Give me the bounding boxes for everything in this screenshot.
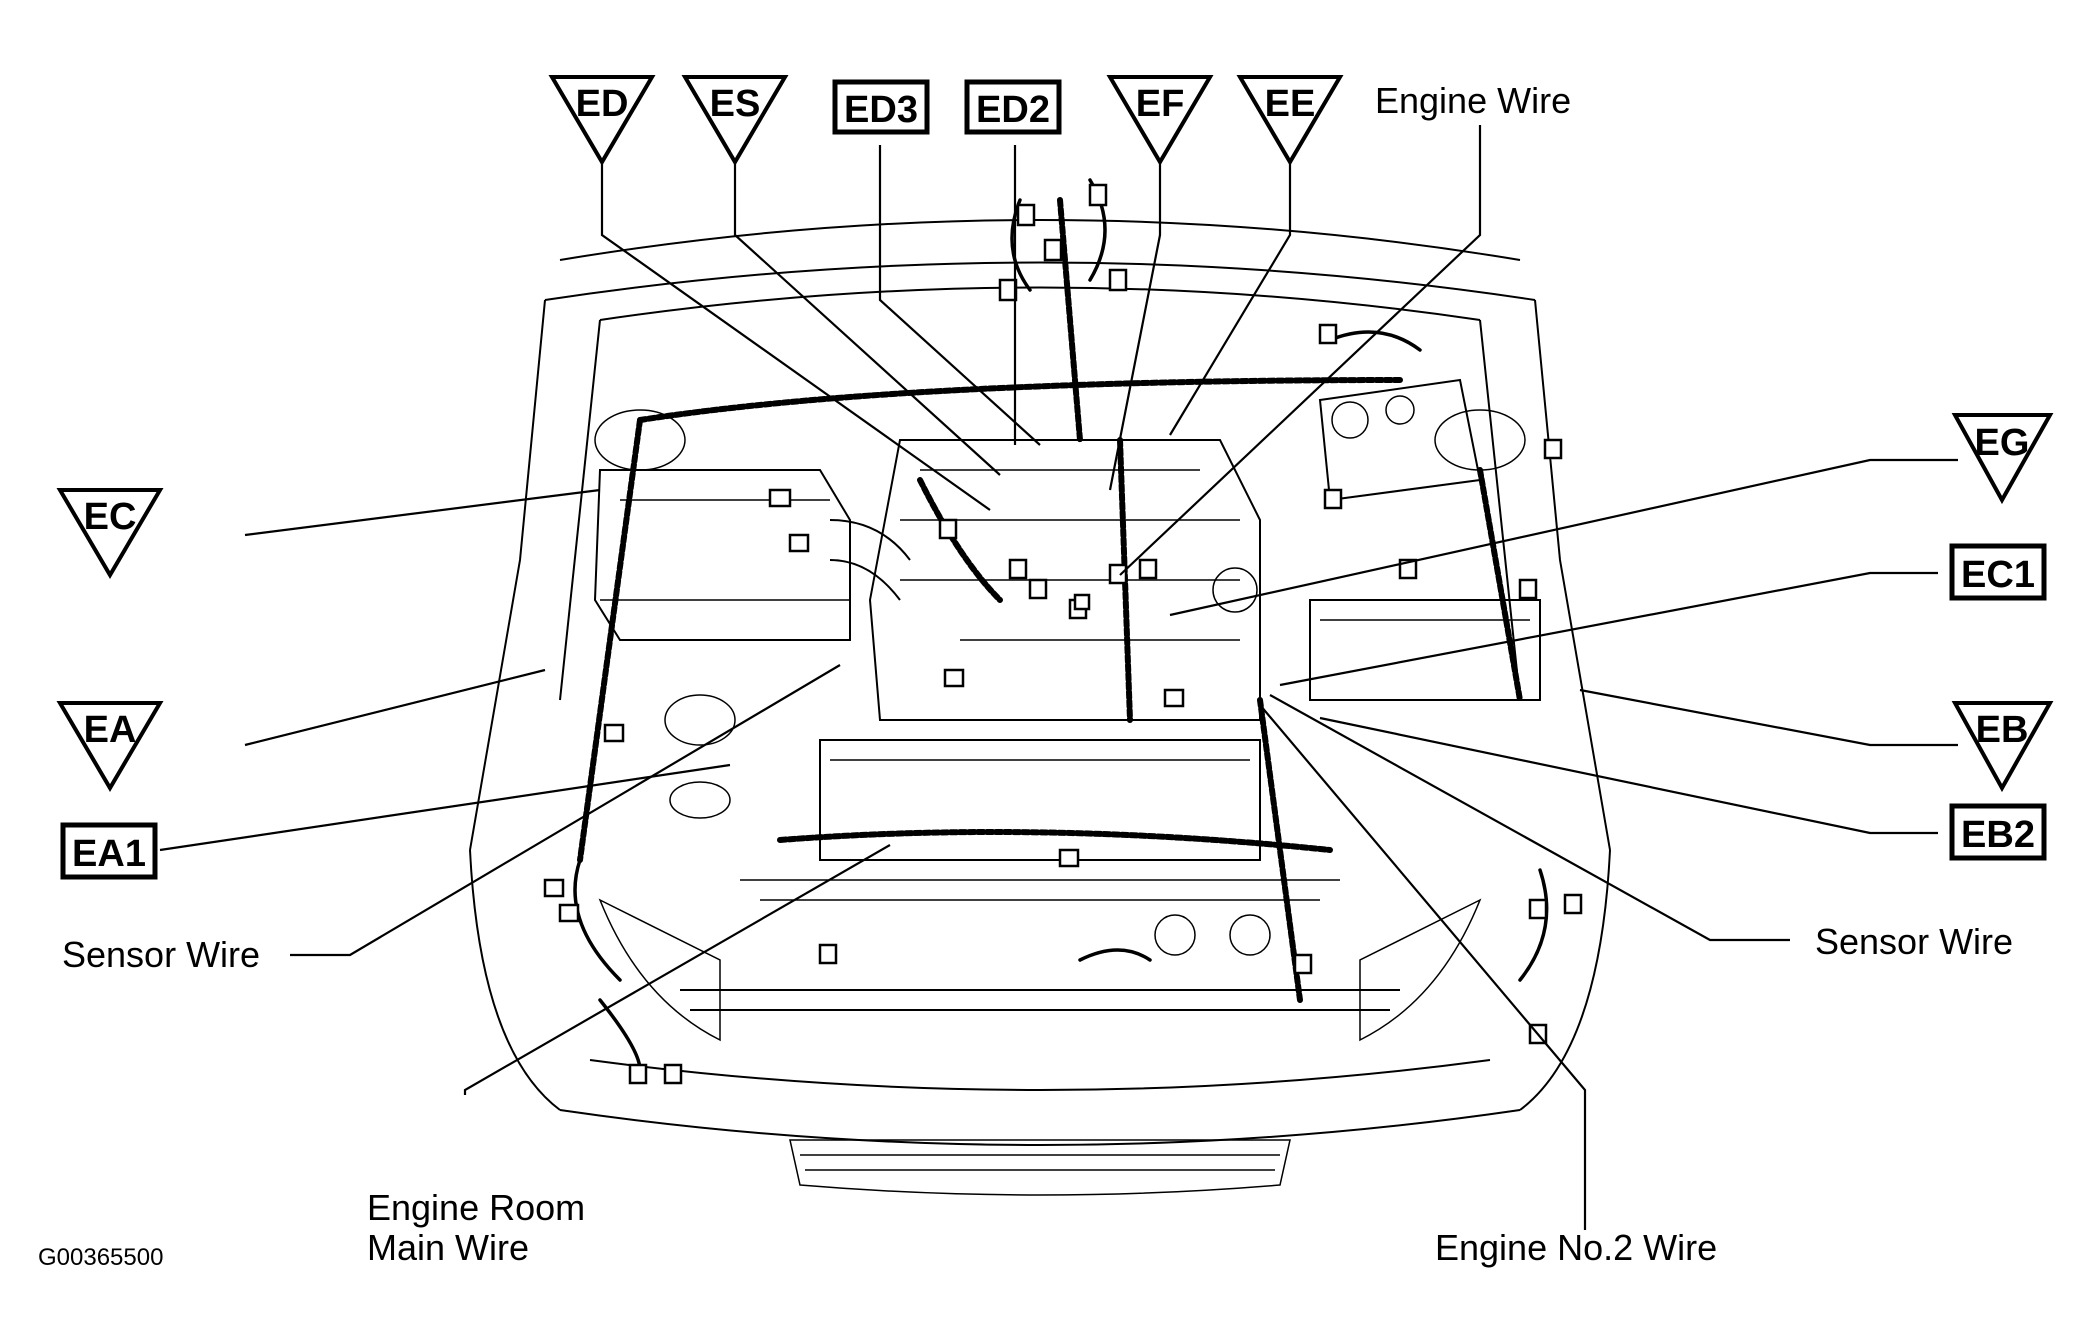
code-EC: EC [84, 496, 137, 538]
triangle-EB: EB [1951, 701, 2054, 793]
label-engine-no2-wire: Engine No.2 Wire [1435, 1227, 1717, 1268]
label-sensor-wire-right: Sensor Wire [1815, 921, 2013, 962]
code-EG: EG [1975, 422, 2030, 464]
connectors [543, 183, 1583, 1085]
code-ED: ED [576, 83, 629, 125]
triangle-EF: EF [1106, 75, 1214, 166]
triangle-ED: ED [548, 75, 656, 166]
code-EE: EE [1265, 83, 1316, 125]
code-ED2: ED2 [976, 89, 1050, 131]
triangle-EG: EG [1951, 413, 2054, 505]
leader-lines [159, 125, 1958, 1230]
triangle-ES: ES [681, 75, 789, 166]
figure-id: G00365500 [38, 1244, 163, 1271]
box-EC1: EC1 [1949, 543, 2047, 601]
label-sensor-wire-left: Sensor Wire [62, 934, 260, 975]
box-EA1: EA1 [60, 822, 158, 880]
vehicle-body [469, 219, 1611, 1196]
box-ED3: ED3 [832, 79, 930, 135]
code-EA1: EA1 [72, 833, 146, 875]
code-EB2: EB2 [1961, 814, 2035, 856]
code-ES: ES [710, 83, 761, 125]
wire-harnesses [573, 178, 1549, 1072]
box-ED2: ED2 [964, 79, 1062, 135]
code-EF: EF [1136, 83, 1185, 125]
label-engine-room-main-wire-line1: Engine Room [367, 1187, 585, 1228]
code-EC1: EC1 [1961, 554, 2035, 596]
triangle-EE: EE [1236, 75, 1344, 166]
code-EA: EA [84, 709, 137, 751]
box-EB2: EB2 [1949, 803, 2047, 861]
code-EB: EB [1976, 709, 2029, 751]
triangle-EC: EC [56, 488, 164, 579]
label-engine-wire: Engine Wire [1375, 80, 1571, 121]
triangle-EA: EA [56, 701, 164, 792]
engine-components [593, 378, 1541, 956]
label-engine-room-main-wire-line2: Main Wire [367, 1227, 529, 1268]
code-ED3: ED3 [844, 89, 918, 131]
